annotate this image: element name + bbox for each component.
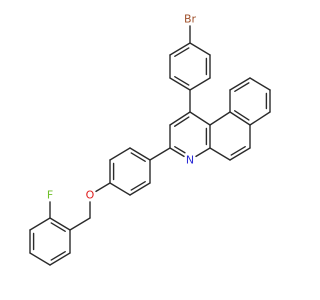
- bond-f5-f6: [129, 182, 151, 196]
- bond-f1-f2: [129, 147, 151, 161]
- bond-inner-d2-d3: [234, 82, 250, 93]
- bond-e2-c5: [209, 147, 231, 161]
- bond-a3-a4: [169, 77, 191, 91]
- bond-a4-a5: [189, 77, 211, 91]
- bond-inner-a1-a2: [174, 47, 190, 58]
- bond-inner-g5-g6: [50, 250, 66, 261]
- bond-f4-f5: [109, 182, 131, 196]
- bond-d3-d4: [249, 77, 271, 91]
- bond-g4-g5: [29, 252, 51, 266]
- bond-c6-c1: [189, 111, 211, 126]
- bond-inner-f5-f6: [130, 180, 146, 191]
- atom-label-n: N: [186, 154, 194, 167]
- bond-e1-e2: [229, 147, 251, 161]
- atom-label-o: O: [86, 189, 95, 202]
- bond-inner-a3-a4: [174, 75, 190, 86]
- molecule-structure: BrN O F: [29, 13, 271, 266]
- bond-inner-e1-e2: [230, 145, 246, 156]
- atom-label-br: Br: [184, 13, 197, 26]
- bond-c3-N: [169, 147, 185, 158]
- bonds-layer: [29, 25, 271, 266]
- bond-a1-a2: [169, 42, 191, 56]
- bond-inner-g1-g2: [50, 222, 66, 233]
- bond-g1-g2: [49, 217, 71, 231]
- bond-inner-f1-f2: [130, 152, 146, 163]
- bond-inner-c3-N: [174, 145, 186, 154]
- bond-inner-c1-c2: [173, 116, 190, 127]
- bond-f2-f3: [109, 147, 131, 161]
- bond-d5-d6: [249, 111, 271, 126]
- atom-label-f: F: [47, 189, 53, 202]
- bond-f4-O: [95, 182, 111, 193]
- bond-g5-g6: [49, 252, 71, 266]
- bond-d2-d3: [229, 77, 251, 91]
- bond-inner-d6-d1: [234, 110, 250, 121]
- bond-a6-a1: [189, 42, 211, 56]
- atom-labels-layer: BrN O F: [47, 13, 197, 202]
- bond-c3-f1: [149, 147, 171, 161]
- bond-N-c5: [195, 147, 211, 158]
- bond-d6-d1: [229, 111, 251, 126]
- bond-c6-d1: [209, 111, 231, 126]
- bond-g2-g3: [29, 217, 51, 231]
- bond-ch2-g1: [69, 217, 91, 231]
- bond-c1-c2: [169, 111, 191, 126]
